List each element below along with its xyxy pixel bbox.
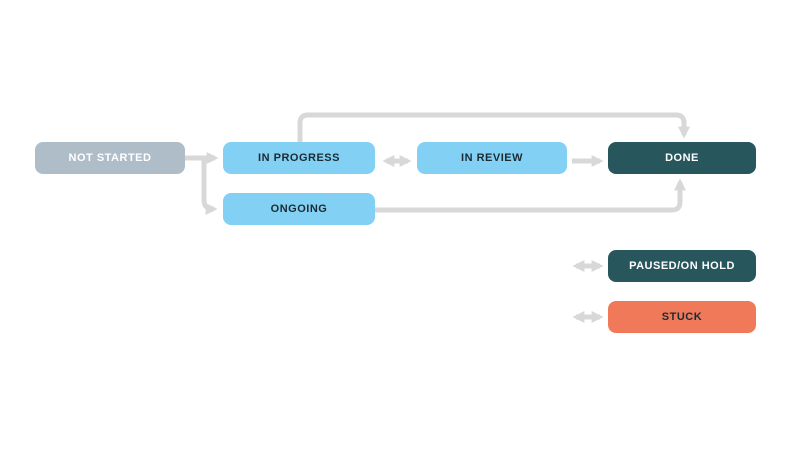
node-not-started: NOT STARTED	[35, 142, 185, 174]
node-label: IN REVIEW	[461, 152, 523, 164]
node-in-review: IN REVIEW	[417, 142, 567, 174]
node-label: DONE	[665, 152, 699, 164]
arrow-in-progress-to-done-over-top	[297, 112, 691, 142]
node-in-progress: IN PROGRESS	[223, 142, 375, 174]
node-paused-on-hold: PAUSED/ON HOLD	[608, 250, 756, 282]
node-done: DONE	[608, 142, 756, 174]
node-label: ONGOING	[270, 203, 328, 215]
arrow-not-started-to-ongoing	[201, 157, 218, 216]
node-ongoing: ONGOING	[223, 193, 375, 225]
arrow-ongoing-to-done-bottom	[375, 178, 687, 213]
node-stuck: STUCK	[608, 301, 756, 333]
node-label: NOT STARTED	[68, 152, 152, 164]
node-label: PAUSED/ON HOLD	[629, 260, 735, 272]
node-label: STUCK	[661, 311, 703, 323]
node-label: IN PROGRESS	[258, 152, 340, 164]
